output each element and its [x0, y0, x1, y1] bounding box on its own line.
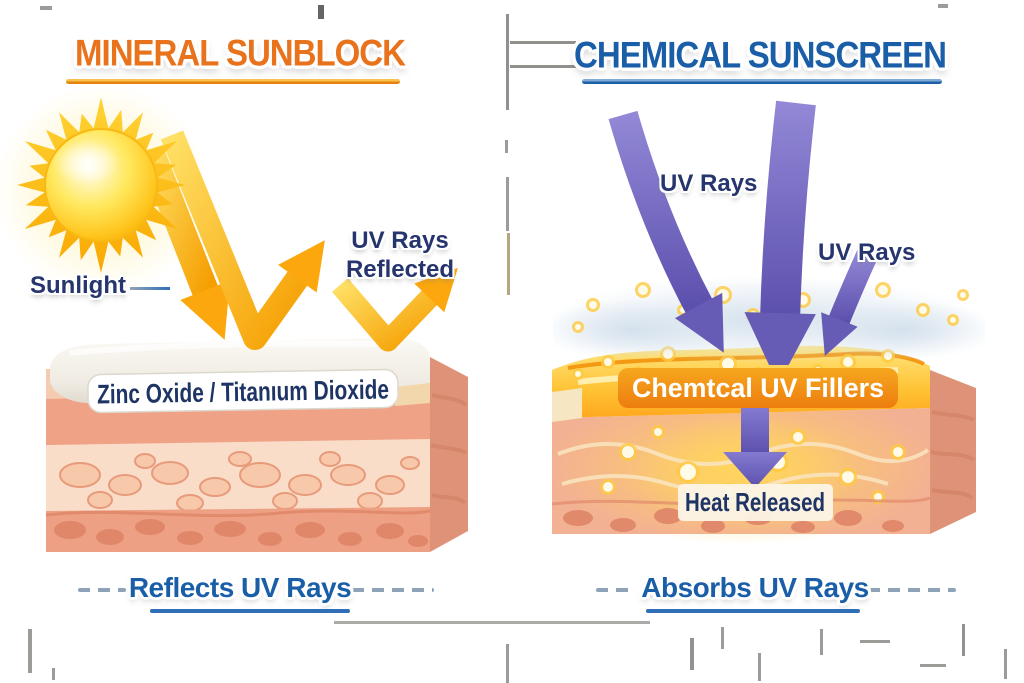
artifact-dash: [938, 4, 948, 8]
artifact-dash: [758, 653, 761, 681]
heat-down-arrow-icon: [723, 408, 787, 488]
reflects-uv-caption: Reflects UV Rays: [128, 572, 352, 603]
uv-down-arrows-icon: [553, 100, 985, 365]
uv-rays-label-left: UV Rays: [660, 170, 758, 197]
artifact-dash: [40, 6, 52, 10]
artifact-dash: [820, 629, 823, 655]
chemical-title-underline: [582, 79, 942, 84]
sun-highlight: [52, 140, 120, 184]
artifact-tick: [510, 41, 576, 44]
caption-dash: [596, 588, 632, 592]
cream-highlight: [69, 340, 401, 356]
artifact-dash: [860, 640, 890, 643]
mineral-title-underline: [66, 79, 400, 84]
sunlight-label: Sunlight: [30, 272, 126, 299]
artifact-dash: [28, 629, 32, 673]
layer-divider: [45, 509, 431, 518]
artifact-dash: [721, 627, 724, 649]
chemical-banner-label: Chemtcal UV Fillers: [632, 373, 884, 403]
caption-dash: [78, 588, 126, 592]
chemical-banner: Chemtcal UV Fillers: [618, 368, 898, 408]
caption-underline: [150, 609, 350, 613]
artifact-line: [334, 621, 650, 624]
uv-arrow-2: [744, 100, 816, 365]
skin-side-face: [430, 357, 468, 552]
artifact-dash: [920, 664, 946, 667]
uv-arrow-3: [821, 248, 879, 356]
uv-rays-reflected-line2: Reflected: [345, 256, 455, 283]
side-texture: [930, 410, 976, 500]
mineral-skin-cross-section: Zinc Oxide / Titanıum Dioxide: [45, 337, 468, 552]
epidermis-strip: [552, 388, 582, 422]
uv-rays-label-right: UV Rays: [818, 239, 916, 266]
chemical-sunscreen-title: CHEMICAL SUNSCREEN: [574, 34, 947, 76]
artifact-dash: [962, 624, 965, 656]
heat-released-text: Heat Released: [685, 487, 825, 517]
zinc-banner-label: Zinc Oxide / Titanıum Dioxide: [97, 374, 389, 409]
uv-rays-reflected-line1: UV Rays: [351, 227, 449, 254]
center-divider-line: [506, 644, 509, 683]
artifact-dash: [1004, 649, 1007, 679]
cell-blobs: [59, 451, 420, 512]
heat-released-label: Heat Released: [678, 484, 833, 521]
epidermis-strip: [395, 383, 430, 406]
center-divider-line: [506, 177, 509, 231]
mineral-sunblock-title: MINERAL SUNBLOCK: [75, 32, 406, 74]
absorbs-uv-caption: Absorbs UV Rays: [641, 572, 869, 603]
caption-dash: [352, 588, 434, 592]
uv-arrow-1: [608, 110, 724, 353]
artifact-dash: [318, 5, 324, 19]
uv-rays-reflected-label: UV Rays Reflected: [325, 226, 475, 284]
caption-dash: [868, 588, 956, 592]
sun-icon: [17, 98, 185, 273]
sunlight-pointer-line: [130, 287, 170, 290]
artifact-dash: [690, 638, 694, 670]
artifact-tick: [510, 65, 576, 68]
side-texture: [430, 393, 468, 505]
caption-underline: [646, 609, 860, 613]
center-divider-line: [507, 233, 510, 295]
reflected-beam-2: [332, 267, 458, 352]
bottom-pebbles: [54, 519, 428, 547]
artifact-dash: [52, 668, 55, 680]
zinc-banner: Zinc Oxide / Titanıum Dioxide: [87, 368, 399, 414]
center-divider-line: [505, 140, 508, 153]
reflected-beam-1: [160, 130, 325, 350]
center-divider-line: [506, 14, 509, 110]
